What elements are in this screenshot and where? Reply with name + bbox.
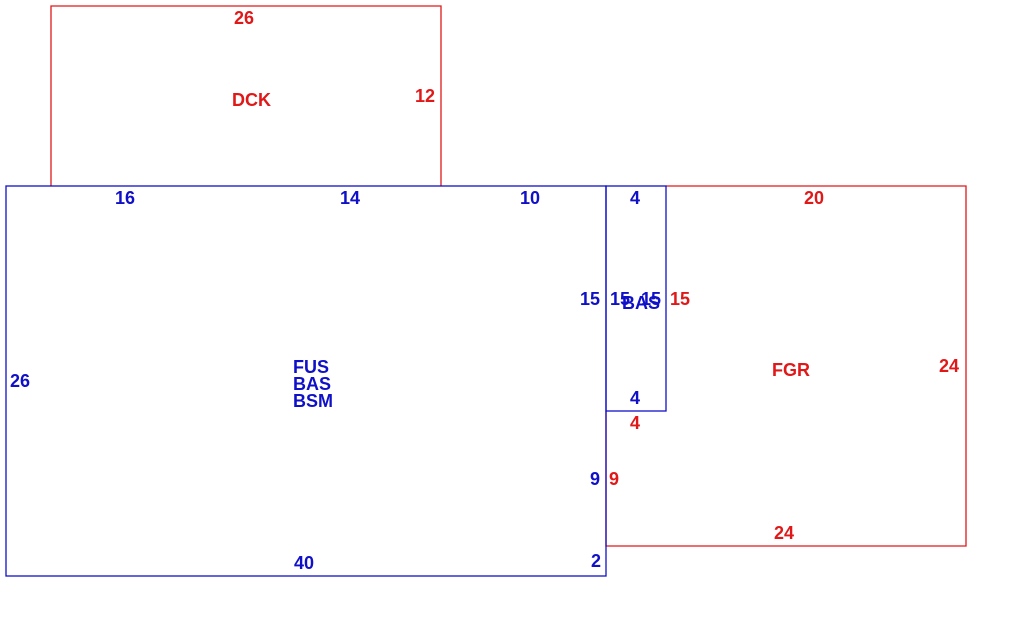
bas-small-outline: [605, 185, 667, 412]
fgr-top-dimension: 20: [804, 188, 825, 208]
area-code-fus: FUS: [293, 357, 329, 377]
fgr-bottom-dimension: 24: [774, 523, 795, 543]
main-top-dimension-c: 10: [520, 188, 541, 208]
dck-top-dimension: 26: [234, 8, 255, 28]
main-bottom-dimension: 40: [294, 553, 315, 573]
bas-small-top-dimension: 4: [630, 188, 641, 208]
fgr-right-dimension: 24: [939, 356, 960, 376]
main-right-upper-dimension: 15: [580, 289, 601, 309]
fgr-label: FGR: [772, 360, 810, 380]
dck-outline: [50, 5, 442, 186]
dck-label: DCK: [232, 90, 271, 110]
area-code-bas: BAS: [293, 374, 332, 394]
fgr-left-mid-dimension: 4: [630, 413, 641, 433]
bas-small-right-dimension: 15: [641, 289, 662, 309]
main-top-dimension-a: 16: [115, 188, 136, 208]
main-left-dimension: 26: [10, 371, 31, 391]
bas-small-bottom-dimension: 4: [630, 388, 641, 408]
main-area-codes: FUS BAS BSM: [293, 357, 333, 411]
fgr-left-upper-dimension: 15: [670, 289, 691, 309]
main-right-lower-dimension: 9: [590, 469, 601, 489]
main-top-dimension-b: 14: [340, 188, 361, 208]
main-corner-dimension: 2: [591, 551, 602, 571]
area-code-bsm: BSM: [293, 391, 333, 411]
fgr-left-lower-dimension: 9: [609, 469, 620, 489]
bas-small-left-dimension: 15: [610, 289, 631, 309]
dck-right-dimension: 12: [415, 86, 436, 106]
bas-small-label: BAS: [622, 293, 661, 313]
